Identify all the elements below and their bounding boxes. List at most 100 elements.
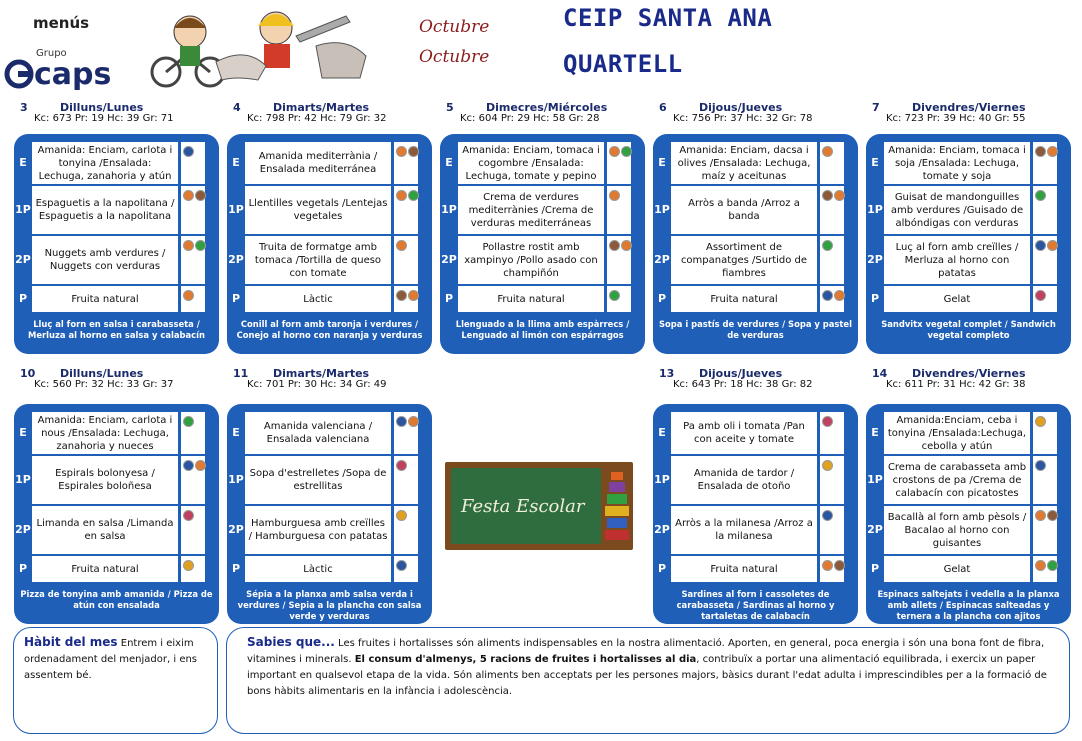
allergen-cell [181,186,206,234]
day-number: 10 [20,367,36,380]
menu-row-p: P Fruita natural [440,286,645,312]
allergen-cell [607,236,632,284]
allergen-cell [181,556,205,582]
allergen-icon [1047,146,1058,157]
allergen-icon [408,190,419,201]
course-label: 1P [228,203,244,216]
allergen-cell [820,456,844,504]
dish-text: Amanida: Enciam, tomaca i soja /Ensalada… [884,142,1030,184]
day-name: Dijous/Jueves [699,367,783,380]
allergen-icon [834,290,845,301]
course-label: 1P [15,473,31,486]
dish-text: Crema de verdures mediterrànies /Crema d… [458,186,604,234]
course-label: 2P [867,523,883,536]
day-number: 13 [659,367,675,380]
allergen-icon [183,510,194,521]
allergen-icon [822,510,833,521]
allergen-icon [1047,560,1058,571]
allergen-cell [1033,236,1058,284]
course-label: 2P [654,253,670,266]
dish-text: Fruita natural [671,556,817,582]
brand-menus: menús [33,14,90,32]
dish-text: Amanida:Enciam, ceba i tonyina /Ensalada… [884,412,1030,454]
allergen-icon [1047,240,1058,251]
allergen-icon [1035,146,1046,157]
nutrition-info: Kc: 673 Pr: 19 Hc: 39 Gr: 71 [34,113,174,124]
allergen-cell [1033,412,1057,454]
allergen-cell [820,556,845,582]
dish-text: Arròs a la milanesa /Arroz a la milanesa [671,506,817,554]
allergen-cell [607,286,631,312]
nutrition-info: Kc: 604 Pr: 29 Hc: 58 Gr: 28 [460,113,600,124]
nutrition-info: Kc: 611 Pr: 31 Hc: 42 Gr: 38 [886,379,1026,390]
course-label: 2P [228,523,244,536]
dish-text: Fruita natural [671,286,817,312]
habit-box: Hàbit del mes Entrem i eixim ordenadamen… [13,627,218,734]
allergen-cell [181,506,205,554]
allergen-cell [820,286,845,312]
nutrition-info: Kc: 560 Pr: 32 Hc: 33 Gr: 37 [34,379,174,390]
course-label: P [657,292,667,305]
course-label: 1P [654,203,670,216]
day-number: 5 [446,101,454,114]
dinner-suggestion: Sardines al forn i cassoletes de carabas… [676,589,835,621]
dinner-suggestion: Sépia a la planxa amb salsa verda i verd… [237,589,422,621]
course-label: 1P [15,203,31,216]
allergen-icon [408,416,419,427]
allergen-cell [181,412,205,454]
allergen-cell [1033,506,1058,554]
course-label: E [232,156,240,169]
day-number: 4 [233,101,241,114]
allergen-icon [183,460,194,471]
day-name: Dimarts/Martes [273,101,370,114]
course-label: E [658,156,666,169]
sabies-text-1: Les fruites i hortalisses són aliments i… [247,638,1045,665]
allergen-icon [621,146,632,157]
allergen-cell [394,506,418,554]
allergen-icon [183,146,194,157]
course-label: E [19,426,27,439]
nutrition-info: Kc: 723 Pr: 39 Hc: 40 Gr: 55 [886,113,1026,124]
allergen-icon [1035,290,1046,301]
allergen-icon [195,460,206,471]
allergen-icon [822,240,833,251]
dish-text: Truita de formatge amb tomaca /Tortilla … [245,236,391,284]
nutrition-info: Kc: 756 Pr: 37 Hc: 32 Gr: 78 [673,113,813,124]
allergen-icon [183,416,194,427]
day-number: 7 [872,101,880,114]
allergen-cell [820,506,844,554]
course-label: 1P [867,473,883,486]
grupo-label: Grupo [36,48,67,59]
allergen-icon [822,190,833,201]
allergen-icon [408,290,419,301]
dish-text: Crema de carabasseta amb crostons de pa … [884,456,1030,504]
dish-text: Amanida: Enciam, carlota i tonyina /Ensa… [32,142,178,184]
dinner-suggestion: Llenguado a la llima amb espàrrecs / Len… [455,319,630,340]
day-name: Dilluns/Lunes [60,101,144,114]
allergen-cell [1033,286,1057,312]
course-label: P [870,292,880,305]
festa-escolar-text: Festa Escolar [461,496,585,517]
dish-text: Hamburguesa amb creïlles / Hamburguesa c… [245,506,391,554]
dish-text: Fruita natural [458,286,604,312]
course-label: P [444,292,454,305]
dish-text: Amanida valenciana / Ensalada valenciana [245,412,391,454]
